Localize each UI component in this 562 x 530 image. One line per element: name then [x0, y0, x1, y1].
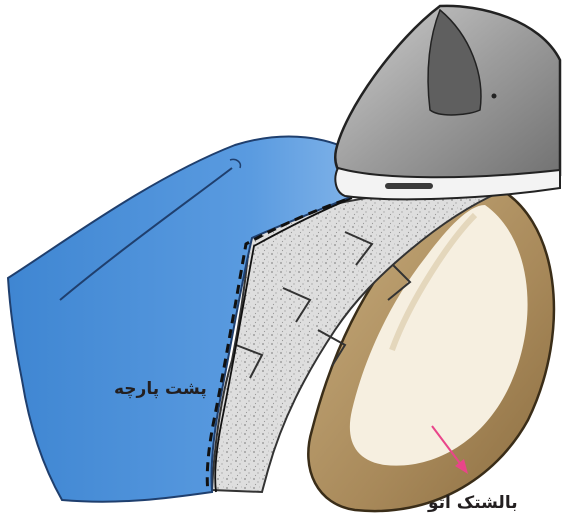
ironing-pad-label: بالشتک اتو [428, 493, 518, 513]
fabric-back-label: پشت پارچه [114, 379, 207, 399]
iron [335, 6, 560, 199]
